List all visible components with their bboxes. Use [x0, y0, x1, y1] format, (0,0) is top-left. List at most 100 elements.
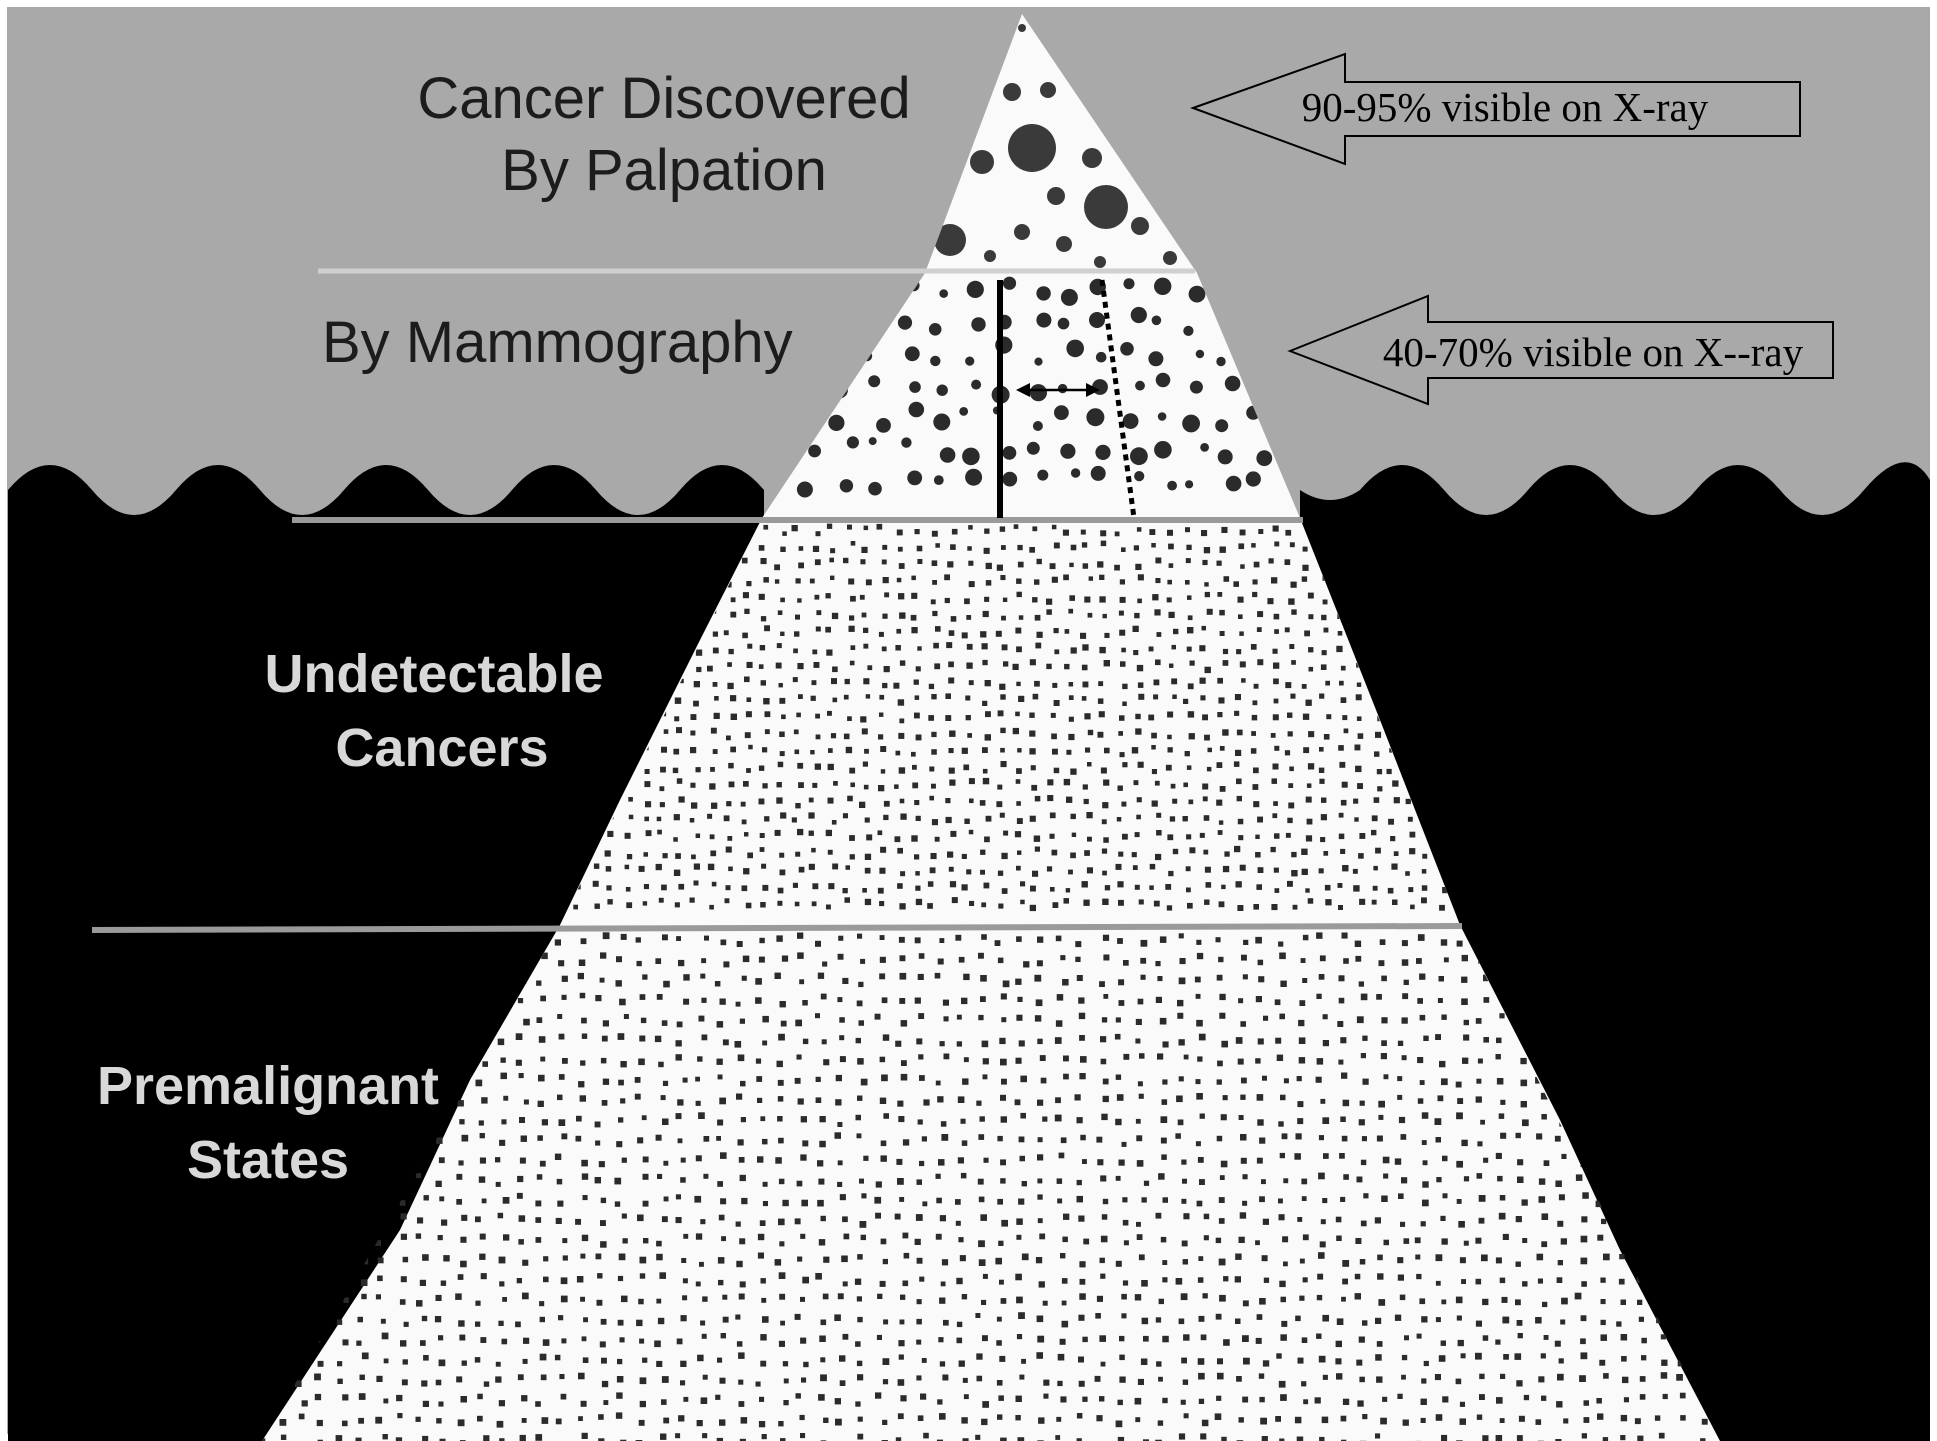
texture-dot — [982, 1401, 989, 1408]
texture-dot — [881, 1155, 887, 1161]
texture-dot — [950, 881, 956, 887]
texture-dot — [817, 1200, 824, 1207]
texture-dot — [1053, 902, 1059, 908]
texture-dot — [678, 1138, 683, 1143]
texture-dot — [1200, 1433, 1206, 1439]
texture-dot — [1274, 868, 1279, 873]
texture-dot — [1043, 1301, 1048, 1306]
texture-dot — [997, 1414, 1002, 1419]
texture-dot — [1134, 545, 1139, 550]
texture-dot — [1066, 750, 1071, 755]
texture-dot — [1131, 217, 1149, 235]
texture-dot — [1100, 1175, 1106, 1181]
texture-dot — [1064, 664, 1069, 669]
texture-dot — [1362, 1320, 1367, 1325]
texture-dot — [1441, 939, 1447, 945]
texture-dot — [799, 546, 804, 551]
texture-dot — [1204, 582, 1208, 586]
texture-dot — [983, 1274, 988, 1279]
texture-dot — [797, 933, 803, 939]
texture-dot — [456, 1174, 462, 1180]
texture-dot — [966, 715, 971, 720]
texture-dot — [1640, 1376, 1646, 1382]
texture-dot — [1342, 933, 1348, 939]
texture-dot — [783, 1361, 788, 1366]
texture-dot — [821, 994, 827, 1000]
texture-dot — [562, 1238, 567, 1243]
texture-dot — [1119, 1377, 1125, 1383]
texture-dot — [774, 564, 780, 570]
texture-dot — [816, 627, 821, 632]
texture-dot — [876, 418, 891, 433]
texture-dot — [759, 799, 765, 805]
texture-dot — [1399, 1117, 1405, 1123]
texture-dot — [1099, 596, 1105, 602]
texture-dot — [822, 962, 827, 967]
texture-dot — [1187, 903, 1193, 909]
texture-dot — [1205, 867, 1211, 873]
texture-dot — [701, 998, 706, 1003]
texture-dot — [1150, 864, 1156, 870]
texture-dot — [914, 680, 919, 685]
texture-dot — [1253, 904, 1259, 910]
texture-dot — [1384, 1240, 1390, 1246]
texture-dot — [879, 695, 884, 700]
texture-dot — [797, 1055, 802, 1060]
texture-dot — [1277, 1055, 1283, 1061]
texture-dot — [1021, 1359, 1026, 1364]
texture-dot — [1001, 1079, 1007, 1085]
texture-dot — [1516, 1216, 1522, 1222]
texture-dot — [697, 1355, 704, 1362]
texture-dot — [1319, 974, 1325, 980]
texture-dot — [575, 1219, 581, 1225]
texture-dot — [1162, 1079, 1167, 1084]
texture-dot — [735, 1041, 742, 1048]
texture-dot — [1555, 1341, 1561, 1347]
texture-dot — [1123, 1054, 1129, 1060]
texture-dot — [1479, 1374, 1484, 1379]
texture-dot — [831, 678, 837, 684]
texture-dot — [1035, 796, 1041, 802]
texture-dot — [1522, 1281, 1527, 1286]
texture-dot — [880, 1098, 886, 1104]
texture-dot — [1034, 579, 1039, 584]
texture-dot — [1560, 1320, 1565, 1325]
texture-dot — [1034, 975, 1041, 982]
texture-dot — [1303, 547, 1308, 552]
texture-dot — [1361, 994, 1368, 1001]
texture-dot — [1187, 765, 1192, 770]
texture-dot — [1054, 649, 1059, 654]
texture-dot — [1217, 975, 1223, 981]
texture-dot — [815, 764, 821, 770]
texture-dot — [716, 1136, 721, 1141]
texture-dot — [916, 1038, 922, 1044]
texture-dot — [779, 683, 783, 687]
texture-dot — [1287, 818, 1292, 823]
texture-dot — [1581, 1216, 1587, 1222]
texture-dot — [657, 1174, 662, 1179]
texture-dot — [1375, 1217, 1381, 1223]
texture-dot — [1168, 747, 1173, 752]
texture-dot — [901, 1060, 907, 1066]
texture-dot — [1168, 871, 1173, 876]
texture-dot — [1283, 1178, 1288, 1183]
texture-dot — [1196, 1020, 1203, 1027]
texture-dot — [912, 765, 917, 770]
texture-dot — [1259, 1138, 1265, 1144]
texture-dot — [606, 866, 612, 872]
texture-dot — [1519, 1416, 1525, 1422]
texture-dot — [822, 1039, 827, 1044]
texture-dot — [1162, 1260, 1167, 1265]
texture-dot — [441, 1281, 446, 1286]
texture-dot — [778, 610, 783, 615]
texture-dot — [657, 994, 663, 1000]
texture-dot — [856, 1115, 862, 1121]
texture-dot — [1170, 816, 1175, 821]
texture-dot — [740, 1081, 746, 1087]
texture-dot — [725, 898, 730, 903]
texture-dot — [922, 1201, 927, 1206]
texture-dot — [1402, 1017, 1408, 1023]
texture-dot — [915, 937, 921, 943]
texture-dot — [883, 1379, 888, 1384]
texture-dot — [1197, 1056, 1202, 1061]
